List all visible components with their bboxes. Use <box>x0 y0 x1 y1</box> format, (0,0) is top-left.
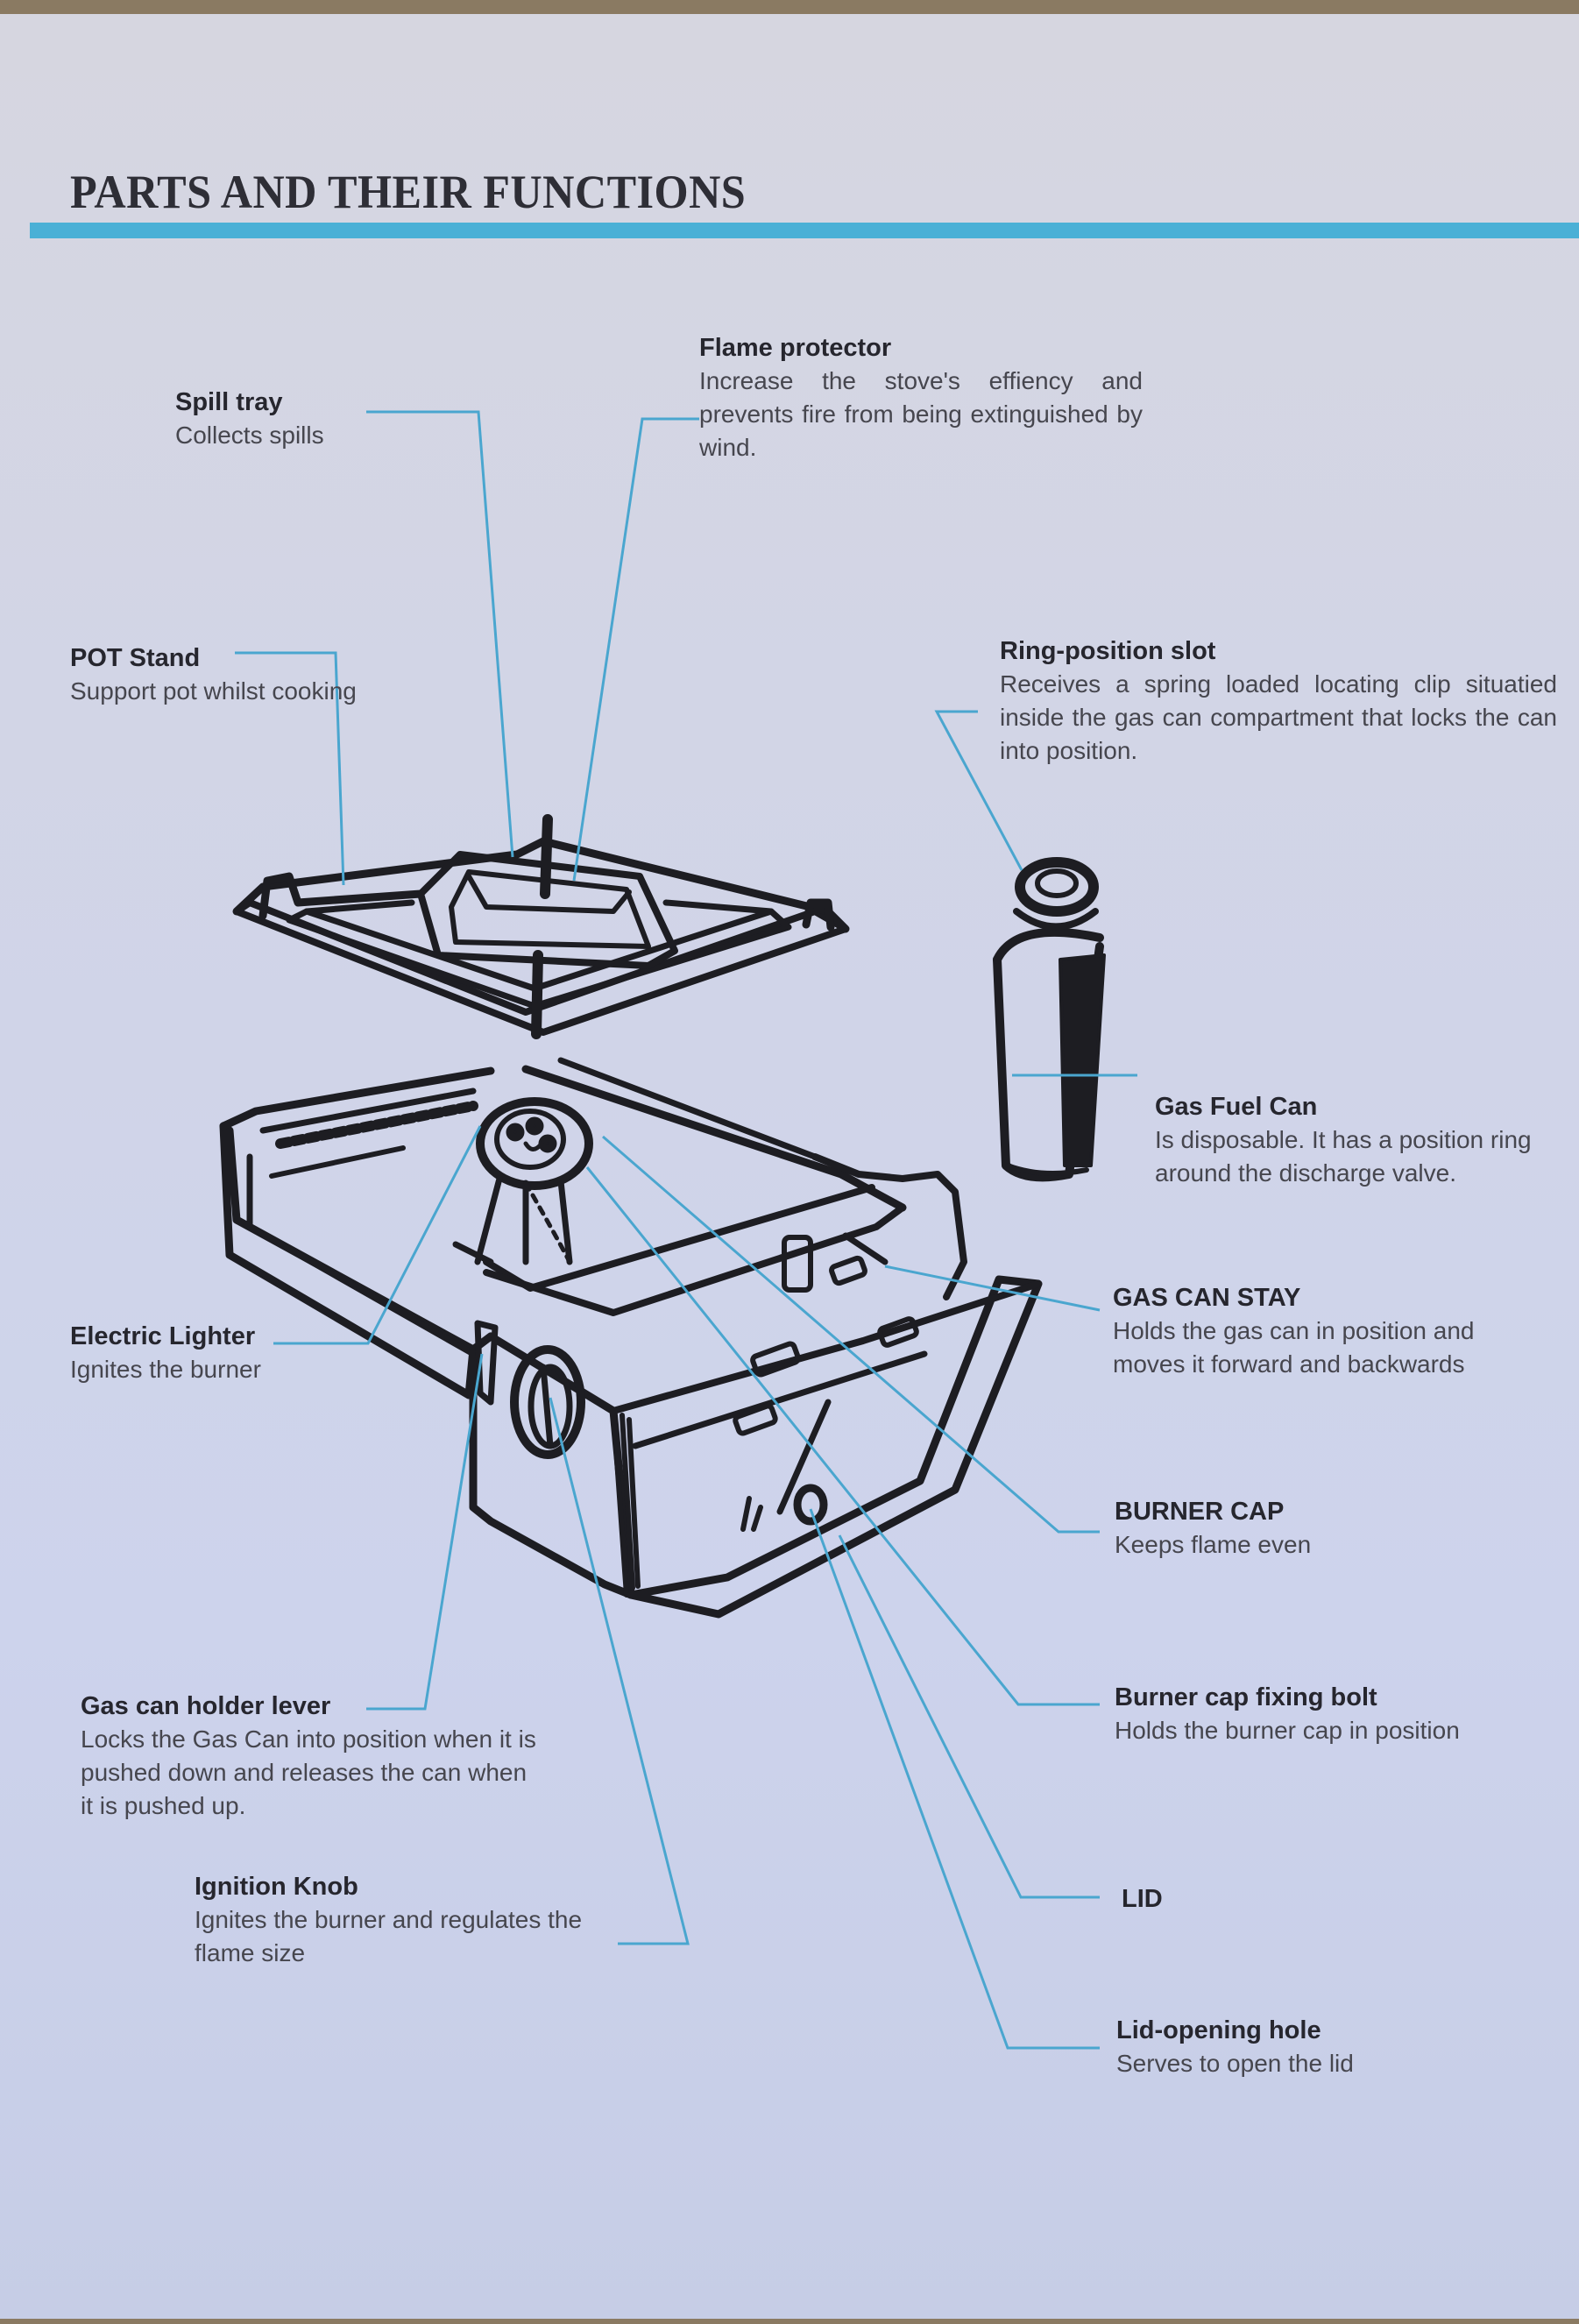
part-description: Ignites the burner <box>70 1356 261 1383</box>
part-name: Ring-position slot <box>1000 637 1216 665</box>
callout-line-flame-protector <box>572 417 699 882</box>
part-name: Flame protector <box>699 334 892 362</box>
label-burner-cap: BURNER CAP Keeps flame even <box>1115 1495 1483 1562</box>
part-name: LID <box>1122 1885 1163 1913</box>
part-name: Burner cap fixing bolt <box>1115 1683 1377 1711</box>
part-name: Ignition Knob <box>195 1873 358 1901</box>
label-gas-can-holder-lever: Gas can holder lever Locks the Gas Can i… <box>81 1690 536 1823</box>
part-description: Serves to open the lid <box>1116 2050 1354 2077</box>
part-description: Support pot whilst cooking <box>70 677 357 705</box>
label-burner-cap-fixing-bolt: Burner cap fixing bolt Holds the burner … <box>1115 1681 1553 1747</box>
part-name: POT Stand <box>70 644 201 672</box>
title-underline <box>30 223 1579 238</box>
callout-line-ignition-knob <box>549 1397 690 1945</box>
part-description: Increase the stove's effiency and preven… <box>699 367 1143 461</box>
part-description: Holds the burner cap in position <box>1115 1717 1460 1744</box>
part-name: BURNER CAP <box>1115 1498 1285 1526</box>
page-title: PARTS AND THEIR FUNCTIONS <box>70 166 747 218</box>
label-lid-opening-hole: Lid-opening hole Serves to open the lid <box>1116 2014 1484 2080</box>
label-pot-stand: POT Stand Support pot whilst cooking <box>70 641 438 708</box>
callout-line-spill-tray <box>366 410 514 858</box>
stove-body-drawing <box>219 1057 1043 1619</box>
callout-line-pot-stand <box>235 651 345 886</box>
part-name: Gas can holder lever <box>81 1692 331 1720</box>
part-name: Electric Lighter <box>70 1322 256 1350</box>
callout-line-ring-position-slot <box>934 710 1023 871</box>
part-name: Lid-opening hole <box>1116 2016 1321 2044</box>
manual-page <box>0 14 1579 2319</box>
callout-line-gas-can-stay <box>884 1265 1101 1312</box>
label-gas-can-stay: GAS CAN STAY Holds the gas can in positi… <box>1113 1281 1533 1381</box>
label-gas-fuel-can: Gas Fuel Can Is disposable. It has a pos… <box>1155 1090 1567 1190</box>
callout-line-lid-opening-hole <box>809 1508 1100 2050</box>
label-electric-lighter: Electric Lighter Ignites the burner <box>70 1320 298 1386</box>
label-spill-tray: Spill tray Collects spills <box>175 386 438 452</box>
label-lid: LID <box>1122 1882 1297 1916</box>
part-description: Ignites the burner and regulates the fla… <box>195 1906 583 1966</box>
part-description: Is disposable. It has a position ring ar… <box>1155 1126 1532 1187</box>
callout-line-gas-can-holder-lever <box>366 1353 484 1711</box>
gas-fuel-can-drawing <box>993 857 1106 1182</box>
label-ring-position-slot: Ring-position slot Receives a spring loa… <box>1000 634 1557 768</box>
callout-lines <box>235 410 1137 2050</box>
pot-stand-drawing <box>232 814 850 1039</box>
label-flame-protector: Flame protector Increase the stove's eff… <box>699 331 1143 464</box>
part-description: Collects spills <box>175 422 324 449</box>
part-name: Spill tray <box>175 388 283 416</box>
part-name: GAS CAN STAY <box>1113 1284 1301 1312</box>
part-description: Locks the Gas Can into position when it … <box>81 1725 536 1819</box>
part-description: Holds the gas can in position and moves … <box>1113 1317 1475 1378</box>
callout-line-lid <box>838 1534 1100 1899</box>
part-description: Keeps flame even <box>1115 1531 1312 1558</box>
label-ignition-knob: Ignition Knob Ignites the burner and reg… <box>195 1870 633 1970</box>
callout-line-burner-cap-fixing-bolt <box>585 1166 1100 1706</box>
callout-line-electric-lighter <box>273 1125 482 1345</box>
callout-line-burner-cap <box>602 1135 1100 1534</box>
part-name: Gas Fuel Can <box>1155 1093 1318 1121</box>
part-description: Receives a spring loaded locating clip s… <box>1000 670 1557 764</box>
